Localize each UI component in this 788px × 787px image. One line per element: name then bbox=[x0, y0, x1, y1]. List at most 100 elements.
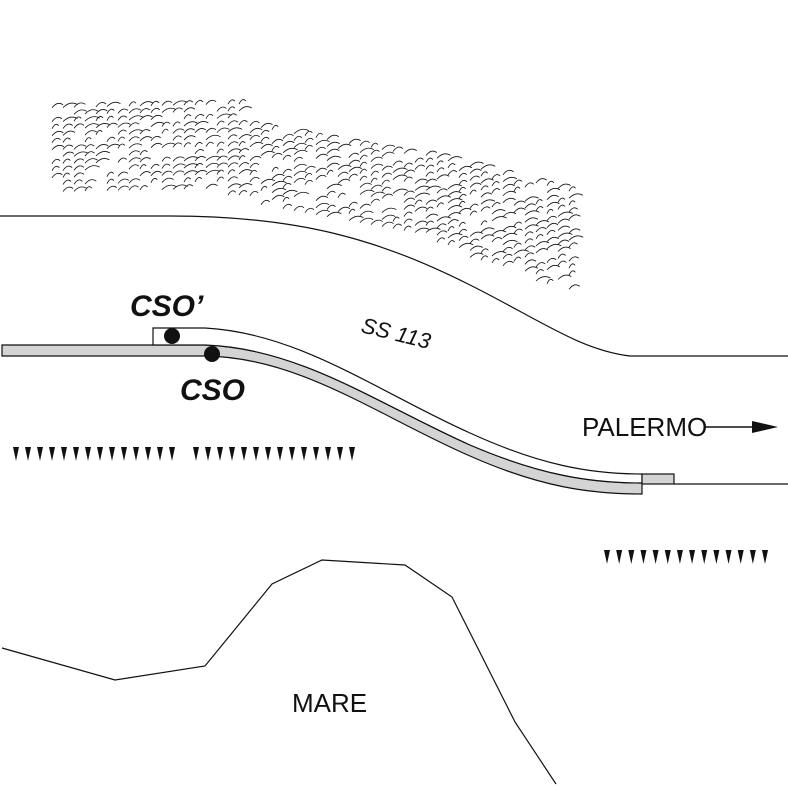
hatch-stroke bbox=[238, 134, 252, 140]
hatch-stroke bbox=[150, 177, 158, 183]
hatch-stroke bbox=[458, 172, 467, 178]
hatch-stroke bbox=[480, 255, 489, 261]
hatch-stroke bbox=[183, 170, 198, 176]
hatch-stroke bbox=[348, 159, 361, 165]
hatch-stroke bbox=[403, 162, 413, 168]
tick-mark bbox=[205, 447, 211, 461]
hatch-stroke bbox=[480, 206, 491, 212]
hatch-stroke bbox=[51, 158, 61, 164]
tick-mark bbox=[749, 550, 756, 564]
hatch-stroke bbox=[535, 227, 547, 233]
hatch-stroke bbox=[227, 148, 242, 154]
hatch-stroke bbox=[194, 100, 204, 106]
tick-mark bbox=[25, 447, 31, 461]
hatch-stroke bbox=[436, 237, 446, 243]
hatch-stroke bbox=[458, 193, 467, 199]
hatch-stroke bbox=[172, 170, 185, 176]
hatch-stroke bbox=[73, 186, 87, 192]
tick-mark bbox=[313, 447, 319, 461]
hatch-stroke bbox=[546, 236, 559, 243]
hatch-stroke bbox=[249, 169, 258, 175]
hatch-stroke bbox=[249, 190, 259, 197]
tick-mark bbox=[325, 447, 331, 461]
hatch-stroke bbox=[293, 163, 307, 169]
hatch-stroke bbox=[425, 227, 441, 233]
hatch-stroke bbox=[161, 121, 171, 127]
hatch-stroke bbox=[568, 200, 576, 206]
tick-mark bbox=[701, 550, 708, 564]
hatch-stroke bbox=[216, 141, 225, 147]
hatch-stroke bbox=[513, 242, 522, 248]
hatch-stroke bbox=[150, 107, 161, 113]
hatch-stroke bbox=[535, 220, 550, 226]
hatch-stroke bbox=[513, 221, 522, 227]
hatch-stroke bbox=[370, 219, 384, 225]
hatch-stroke bbox=[139, 101, 154, 107]
hatch-stroke bbox=[502, 197, 516, 204]
hatch-stroke bbox=[117, 143, 126, 149]
hatch-stroke bbox=[348, 138, 361, 144]
hatch-stroke bbox=[392, 160, 403, 166]
hatch-stroke bbox=[480, 185, 489, 191]
hatch-stroke bbox=[557, 211, 574, 217]
hatch-stroke bbox=[359, 168, 367, 174]
hatch-stroke bbox=[106, 122, 118, 128]
hatch-stroke bbox=[183, 128, 195, 134]
tick-mark bbox=[61, 447, 67, 461]
hatch-stroke bbox=[436, 160, 444, 166]
hatch-stroke bbox=[392, 188, 408, 194]
hatch-stroke bbox=[491, 188, 501, 194]
hatch-stroke bbox=[447, 198, 463, 204]
hatch-stroke bbox=[150, 170, 162, 177]
hatch-stroke bbox=[568, 193, 584, 199]
hatch-stroke bbox=[238, 155, 246, 161]
hatch-stroke bbox=[139, 164, 147, 170]
hatch-stroke bbox=[359, 182, 373, 188]
hatch-stroke bbox=[535, 241, 550, 247]
hatch-stroke bbox=[62, 172, 71, 178]
hatch-stroke bbox=[546, 222, 559, 228]
hatch-stroke bbox=[469, 231, 484, 237]
hatch-stroke bbox=[106, 178, 115, 184]
hatch-stroke bbox=[381, 144, 396, 150]
hatch-stroke bbox=[227, 99, 236, 105]
hatch-stroke bbox=[216, 155, 228, 161]
hatch-stroke bbox=[150, 114, 163, 121]
hatch-stroke bbox=[535, 206, 544, 212]
hatch-stroke bbox=[238, 190, 248, 196]
hatch-stroke bbox=[51, 172, 63, 179]
hatch-stroke bbox=[282, 189, 298, 196]
hatch-stroke bbox=[84, 109, 99, 115]
arrow-right-icon bbox=[704, 421, 778, 433]
hatch-stroke bbox=[139, 185, 148, 191]
hatch-stroke bbox=[557, 183, 571, 189]
hatch-stroke bbox=[161, 128, 169, 134]
hatch-stroke bbox=[480, 227, 495, 233]
hatch-stroke bbox=[304, 165, 316, 171]
hatch-stroke bbox=[293, 135, 303, 141]
hatch-stroke bbox=[458, 207, 472, 214]
hatch-stroke bbox=[161, 156, 171, 162]
hatch-stroke bbox=[535, 262, 546, 268]
hatch-stroke bbox=[260, 178, 276, 185]
hatch-stroke bbox=[359, 161, 368, 167]
hatch-stroke bbox=[337, 171, 349, 177]
hatch-stroke bbox=[546, 215, 557, 221]
hatch-stroke bbox=[403, 225, 412, 231]
hatch-stroke bbox=[414, 192, 431, 198]
hatch-stroke bbox=[370, 156, 383, 162]
hatch-stroke bbox=[524, 252, 535, 258]
hatch-stroke bbox=[326, 162, 340, 168]
hatch-stroke bbox=[117, 122, 131, 128]
hatch-stroke bbox=[458, 242, 474, 249]
hatch-stroke bbox=[381, 186, 391, 192]
hatch-stroke bbox=[392, 174, 408, 180]
hatch-stroke bbox=[84, 144, 95, 150]
hatch-stroke bbox=[227, 120, 239, 126]
hatch-stroke bbox=[414, 178, 428, 184]
hatch-stroke bbox=[370, 149, 380, 155]
tick-mark bbox=[241, 447, 247, 461]
tick-mark bbox=[349, 447, 355, 461]
hatch-stroke bbox=[568, 270, 576, 276]
hatch-stroke bbox=[447, 163, 456, 169]
